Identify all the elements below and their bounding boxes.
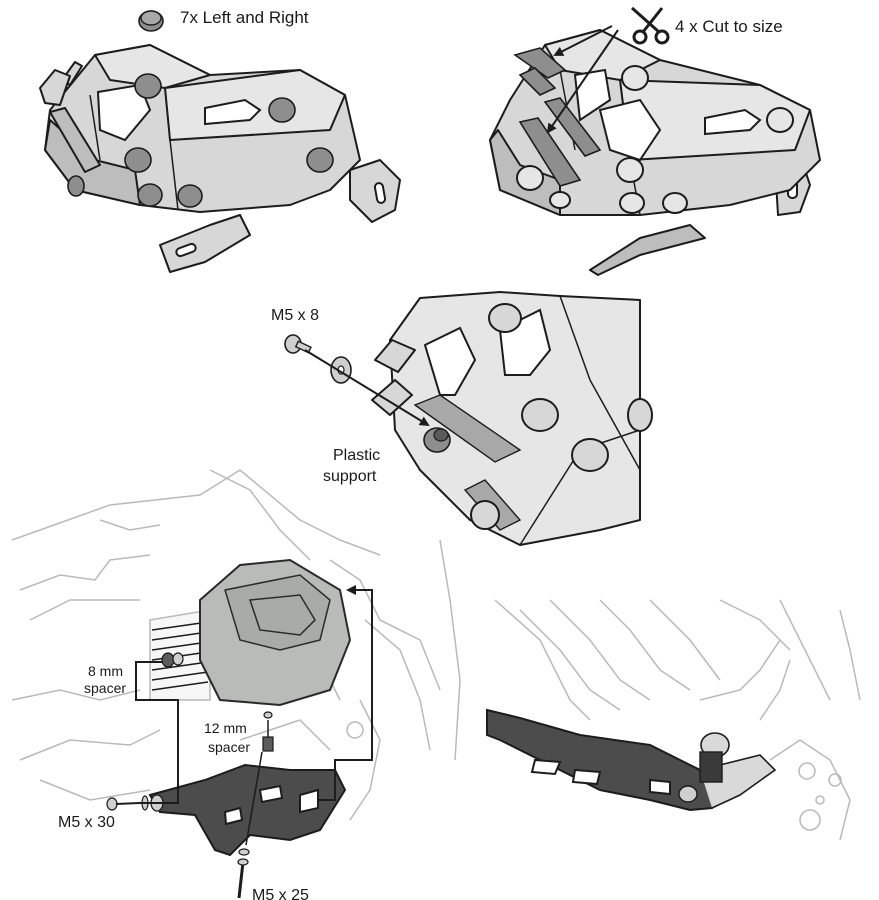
spacer-12mm-label-line2: spacer	[208, 739, 250, 755]
cut-to-size-label: 4 x Cut to size	[675, 17, 783, 36]
valve-cover	[199, 558, 352, 707]
round-pad-icon	[138, 10, 164, 32]
panel-plastic-support: M5 x 8 Plastic support	[271, 291, 653, 546]
cut-pointer-arrow-2	[546, 29, 619, 134]
assembly-line-right	[318, 585, 373, 801]
pads-legend-label: 7x Left and Right	[180, 8, 309, 27]
panel-cut-to-size: 4 x Cut to size	[489, 6, 821, 276]
m5x8-bolt-icon	[284, 334, 312, 354]
spacer-12mm-label-line1: 12 mm	[204, 720, 247, 736]
spacer-8mm-icon	[161, 652, 184, 668]
mounting-bracket	[148, 763, 347, 857]
cut-pointer-arrow-1	[553, 25, 613, 56]
installed-bracket	[486, 708, 777, 812]
scissors-icon	[631, 6, 670, 45]
spacer-8mm-label-line2: spacer	[84, 680, 126, 696]
bolt-path-line	[304, 349, 430, 427]
engine-closeup-lines	[494, 599, 861, 841]
guard-drawing-pads	[39, 44, 401, 273]
plastic-support-label-line2: support	[323, 468, 377, 485]
bolt-m5x25-label: M5 x 25	[252, 887, 309, 900]
assembly-line-left	[135, 661, 179, 804]
plastic-support-label-line1: Plastic	[333, 447, 380, 464]
guard-detail-drawing	[371, 291, 653, 546]
panel-installation: 8 mm spacer 12 mm spacer M5 x 30 M5 x 25	[11, 469, 461, 900]
bolt-m5x30-label: M5 x 30	[58, 814, 115, 831]
m5x25-bolt-icon	[237, 848, 250, 899]
assembly-line-bottom	[245, 751, 263, 846]
guard-drawing-cut	[489, 29, 821, 276]
bolt-m5x8-label: M5 x 8	[271, 307, 319, 324]
panel-pads-placement: 7x Left and Right	[39, 8, 401, 273]
engine-background-lines	[11, 469, 461, 821]
spacer-12mm-icon	[262, 711, 274, 752]
spacer-8mm-label-line1: 8 mm	[88, 663, 123, 679]
panel-installed-closeup	[486, 599, 861, 841]
washer-icon	[330, 356, 352, 384]
